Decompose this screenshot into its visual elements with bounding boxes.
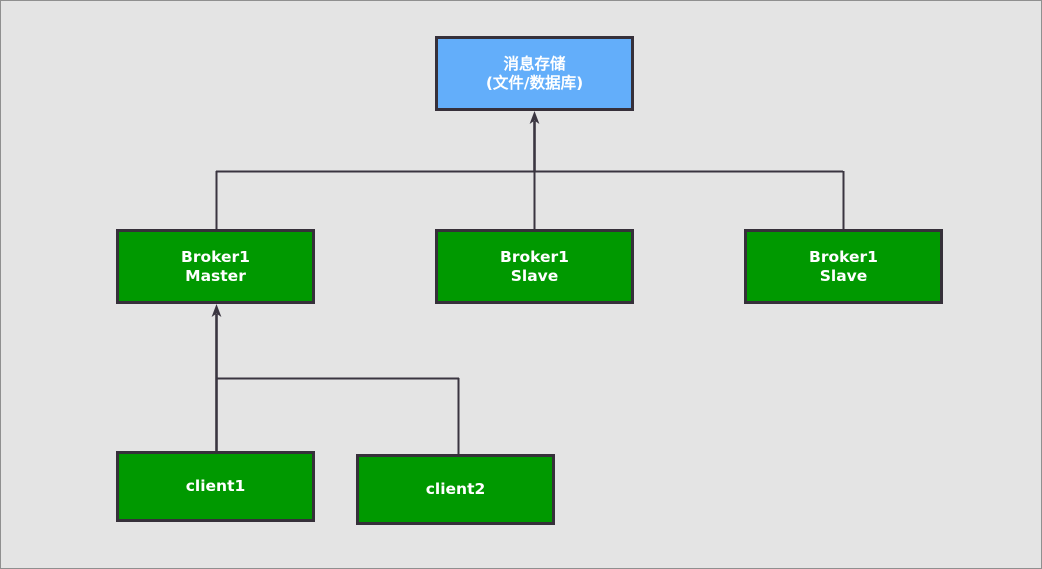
node-broker1-master[interactable]: Broker1 Master <box>116 229 315 304</box>
node-client2[interactable]: client2 <box>356 454 555 525</box>
node-broker1-master-line2: Master <box>185 266 246 285</box>
node-broker1-slave-2-line1: Broker1 <box>809 247 878 266</box>
node-message-storage[interactable]: 消息存储 (文件/数据库) <box>435 36 634 111</box>
node-client1[interactable]: client1 <box>116 451 315 522</box>
node-message-storage-line1: 消息存储 <box>503 54 566 73</box>
node-broker1-slave-1-line1: Broker1 <box>500 247 569 266</box>
node-broker1-slave-2[interactable]: Broker1 Slave <box>744 229 943 304</box>
node-broker1-slave-1-line2: Slave <box>510 266 559 285</box>
node-broker1-master-line1: Broker1 <box>181 247 250 266</box>
connector-clients-to-master <box>211 304 460 454</box>
connector-brokers-to-storage <box>215 111 845 229</box>
node-client1-label: client1 <box>185 477 246 496</box>
node-broker1-slave-1[interactable]: Broker1 Slave <box>435 229 634 304</box>
node-broker1-slave-2-line2: Slave <box>819 266 868 285</box>
node-message-storage-line2: (文件/数据库) <box>485 73 584 92</box>
node-client2-label: client2 <box>425 480 486 499</box>
